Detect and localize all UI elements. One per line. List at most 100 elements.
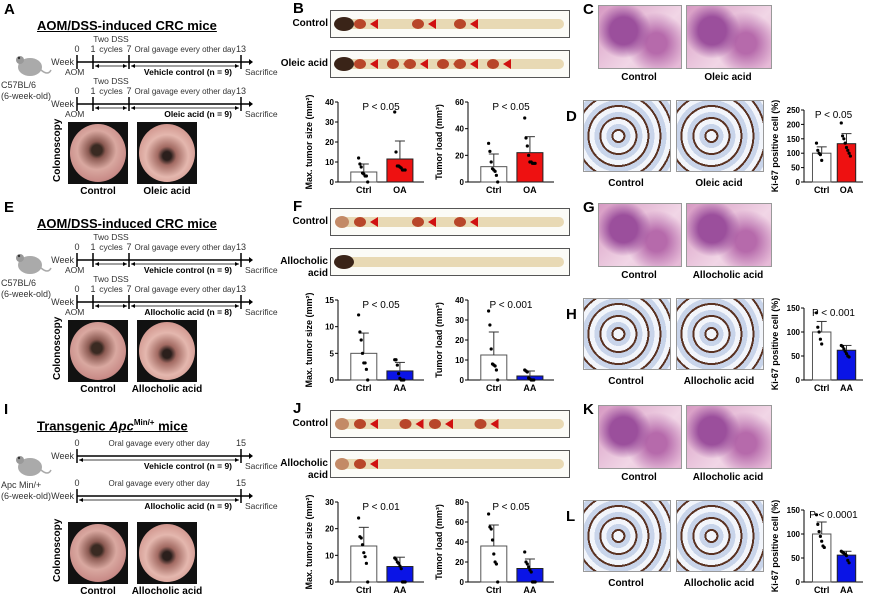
- bar-ctrl: [480, 545, 508, 583]
- bar-oa: [516, 152, 544, 183]
- bar-ctrl: [350, 545, 378, 583]
- y-tick-label: 10: [325, 551, 334, 560]
- panel-title: AOM/DSS-induced CRC mice: [37, 18, 217, 33]
- week-number: 13: [236, 44, 246, 54]
- panel-label: G: [583, 199, 595, 216]
- title-allele: Min/+: [133, 418, 155, 427]
- data-point: [814, 513, 819, 517]
- colonoscopy-image: [68, 320, 128, 382]
- data-point: [496, 180, 500, 184]
- ihc-image: [583, 298, 671, 370]
- panel-label: K: [583, 401, 594, 418]
- data-point: [839, 121, 843, 125]
- histology-image: [686, 405, 772, 469]
- colonoscopy-label: Colonoscopy: [52, 518, 63, 582]
- p-value: P < 0.05: [362, 300, 400, 311]
- y-tick-label: 0: [796, 578, 801, 587]
- aom-label: AOM: [65, 307, 84, 317]
- image-caption: Control: [80, 586, 116, 597]
- data-point: [844, 554, 849, 558]
- data-point: [357, 516, 361, 520]
- y-tick-label: 0: [330, 178, 335, 187]
- data-point: [843, 141, 847, 145]
- data-point: [363, 555, 367, 559]
- group-label: Vehicle control (n = 9): [144, 461, 232, 471]
- dss-label: Two DSS: [93, 232, 129, 242]
- panel-title: AOM/DSS-induced CRC mice: [37, 216, 217, 231]
- panel-title: Transgenic ApcMin/+ mice: [37, 418, 188, 433]
- x-tick-label: Ctrl: [486, 185, 502, 195]
- tumor: [399, 419, 412, 429]
- ihc-image: [676, 100, 764, 172]
- data-point: [820, 539, 824, 543]
- tumor: [454, 59, 466, 69]
- data-point: [360, 543, 365, 547]
- strip-label: Control: [292, 18, 328, 29]
- data-point: [358, 162, 362, 166]
- histology-image: [686, 203, 772, 267]
- data-point: [489, 527, 493, 531]
- y-tick-label: 30: [325, 118, 334, 127]
- data-point: [840, 134, 845, 138]
- data-point: [489, 160, 493, 164]
- gavage-label: Oral gavage every other day: [135, 285, 236, 294]
- colonoscopy-lens: [139, 124, 195, 182]
- tumor: [354, 19, 366, 29]
- data-point: [820, 158, 824, 162]
- week-label: Week: [51, 297, 74, 307]
- histology-image: [598, 5, 682, 69]
- strain-label: (6-week-old): [1, 491, 52, 501]
- p-value: P < 0.05: [492, 102, 530, 113]
- tumor: [474, 419, 487, 429]
- p-value: P < 0.05: [362, 102, 400, 113]
- y-tick-label: 15: [325, 296, 334, 305]
- data-point: [525, 370, 529, 374]
- data-point: [488, 323, 492, 327]
- colon-strip: [330, 410, 570, 438]
- week-number: 7: [126, 284, 131, 294]
- image-caption: Allocholic acid: [683, 578, 755, 589]
- data-point: [395, 363, 399, 367]
- sacrifice-label: Sacrifice: [245, 67, 278, 77]
- group-label: Allocholic acid (n = 9): [144, 501, 232, 511]
- tumor-arrow-icon: [470, 59, 478, 69]
- data-point: [488, 149, 492, 153]
- data-point: [527, 153, 531, 157]
- data-point: [524, 136, 528, 140]
- image-caption: Oleic acid: [704, 72, 752, 83]
- tumor: [354, 217, 366, 227]
- y-tick-label: 30: [325, 498, 334, 507]
- sacrifice-label: Sacrifice: [245, 265, 278, 275]
- mouse-icon: [16, 56, 52, 76]
- y-tick-label: 50: [791, 352, 800, 361]
- data-point: [817, 330, 821, 334]
- week-number: 1: [90, 44, 95, 54]
- colonoscopy-lens: [70, 322, 126, 380]
- colon-end: [335, 216, 349, 228]
- data-point: [846, 148, 850, 152]
- arrow-icon: [249, 257, 253, 263]
- data-point: [357, 313, 361, 317]
- colon-strip: [330, 50, 570, 78]
- week-number: 0: [74, 284, 79, 294]
- panel-label: E: [4, 199, 15, 216]
- week-number: 1: [90, 242, 95, 252]
- data-point: [527, 565, 531, 569]
- data-point: [842, 347, 846, 351]
- x-tick-label: OA: [393, 185, 407, 195]
- colonoscopy-image: [68, 522, 128, 584]
- panel-label: F: [293, 198, 303, 215]
- y-tick-label: 0: [460, 376, 465, 385]
- x-tick-label: AA: [393, 585, 406, 595]
- data-point: [364, 561, 368, 565]
- y-tick-label: 250: [787, 106, 801, 115]
- tumor: [387, 59, 399, 69]
- colon-strip: [330, 450, 570, 478]
- mouse-icon: [16, 456, 52, 476]
- dss-label: cycles: [99, 242, 123, 252]
- y-axis-label: Max. tumor size (mm²): [304, 292, 314, 387]
- colonoscopy-image: [137, 522, 197, 584]
